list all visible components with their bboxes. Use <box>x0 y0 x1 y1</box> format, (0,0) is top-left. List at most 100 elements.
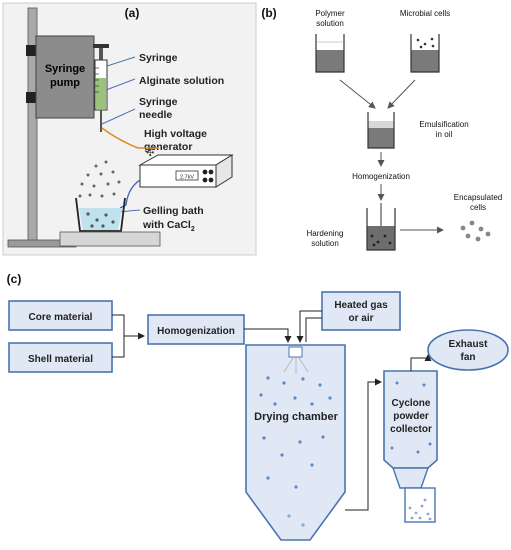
connector-shell <box>112 336 125 358</box>
leader-needle <box>101 108 136 125</box>
microbial-liquid <box>411 50 439 72</box>
label-homogenization-b: Homogenization <box>352 172 410 181</box>
panel-c: (c) Core material Shell material Homogen… <box>7 272 509 541</box>
bath-beads <box>86 212 115 228</box>
label-bath-subscript: 2 <box>191 226 195 233</box>
gelling-bath <box>75 197 126 232</box>
label-heated-1: Heated gas <box>334 300 388 311</box>
syringe-needle <box>100 110 102 132</box>
polymer-liquid <box>316 50 344 72</box>
panel-b-label: (b) <box>261 6 276 20</box>
polymer-beaker <box>315 34 345 73</box>
syringe-plunger-cap <box>93 44 109 48</box>
emulsion-oil <box>368 121 394 128</box>
arrow-polymer-to-emulsion <box>339 79 376 109</box>
label-hv-2: generator <box>144 141 192 153</box>
arrow-heated-gas-2 <box>305 317 322 342</box>
label-exhaust-1: Exhaust <box>449 339 489 350</box>
arrow-cells-to-emulsion <box>387 79 416 109</box>
label-bath-2-text: with CaCl <box>142 219 191 231</box>
label-polymer-1: Polymer <box>315 9 345 18</box>
atomizer-nozzle <box>288 346 303 358</box>
drying-chamber <box>245 344 346 541</box>
syringe-pump <box>35 35 95 119</box>
label-syringe: Syringe <box>139 52 178 64</box>
plus-symbol: ✣ <box>146 148 154 159</box>
platform <box>59 231 161 247</box>
label-exhaust-2: fan <box>461 352 476 363</box>
label-cyclone-3: collector <box>390 424 432 435</box>
label-alginate: Alginate solution <box>139 75 224 87</box>
emulsion-liquid <box>368 128 394 148</box>
label-hardening-2: solution <box>311 239 339 248</box>
label-microbial: Microbial cells <box>400 9 450 18</box>
cyclone-hopper <box>392 467 429 489</box>
hv-knob <box>202 169 208 175</box>
label-homogenization-c: Homogenization <box>157 326 235 337</box>
clamp-top <box>26 45 39 56</box>
homogenization-box <box>147 314 245 345</box>
hardened-beads <box>370 234 392 247</box>
label-heated-2: or air <box>348 313 373 324</box>
shell-material-box <box>8 342 113 373</box>
heated-gas-box <box>321 291 401 331</box>
clamp-bottom <box>26 92 39 103</box>
label-emulsification-2: in oil <box>436 130 453 139</box>
arrow-to-cyclone <box>345 378 382 511</box>
hv-generator-side <box>215 154 233 188</box>
hv-knob <box>208 177 214 183</box>
panel-a: (a) Syringe pump Syringe Alginate soluti… <box>2 2 257 256</box>
microbial-cells <box>416 37 435 49</box>
label-encapsulated-1: Encapsulated <box>454 193 502 202</box>
label-bath-2: with CaCl2 <box>142 219 195 233</box>
panel-b: (b) Polymer solution Microbial cells Emu… <box>261 6 502 251</box>
label-core-material: Core material <box>29 312 93 323</box>
hv-display-value: 2.7kV <box>180 175 194 181</box>
spray-line <box>283 357 294 373</box>
alginate-liquid <box>96 78 106 109</box>
exhaust-fan-ellipse <box>427 329 509 371</box>
pump-label-1: Syringe <box>45 63 85 75</box>
ground-wire <box>119 179 141 209</box>
encapsulated-cells <box>460 220 491 242</box>
label-encapsulated-2: cells <box>470 203 486 212</box>
label-needle-2: needle <box>139 109 172 121</box>
hv-knob <box>208 169 214 175</box>
microbial-beaker <box>410 34 440 73</box>
connector-core <box>112 314 125 336</box>
cyclone-particles <box>390 381 432 454</box>
label-hardening-1: Hardening <box>307 229 344 238</box>
syringe-plunger-rod <box>99 48 103 60</box>
falling-drops <box>78 160 121 198</box>
label-cyclone-1: Cyclone <box>392 398 431 409</box>
emulsion-beaker <box>367 112 395 149</box>
hv-display <box>175 170 199 181</box>
electrode-wire <box>101 127 158 149</box>
panel-c-label: (c) <box>7 272 22 286</box>
panel-a-label: (a) <box>125 6 140 20</box>
leader-syringe <box>106 56 136 67</box>
spray-line <box>298 357 309 373</box>
gelling-bath-liquid <box>79 208 122 230</box>
leader-alginate <box>105 78 136 91</box>
core-material-box <box>8 300 113 331</box>
collected-powder <box>408 498 432 521</box>
label-cyclone-2: powder <box>393 411 429 422</box>
pump-label-2: pump <box>50 77 80 89</box>
drying-particles <box>259 376 332 527</box>
leader-bath <box>117 209 141 213</box>
label-hv-1: High voltage <box>144 128 207 140</box>
powder-container <box>404 487 436 523</box>
arrow-to-drying-chamber <box>244 328 292 343</box>
label-shell-material: Shell material <box>28 354 93 365</box>
hardening-liquid <box>367 226 395 250</box>
label-bath-1: Gelling bath <box>143 205 204 217</box>
label-emulsification-1: Emulsification <box>419 120 468 129</box>
hv-knob <box>202 177 208 183</box>
arrow-heated-gas <box>296 310 322 343</box>
label-needle-1: Syringe <box>139 96 178 108</box>
arrow-to-exhaust <box>410 354 432 371</box>
label-polymer-2: solution <box>316 19 344 28</box>
label-drying-chamber: Drying chamber <box>254 411 338 423</box>
